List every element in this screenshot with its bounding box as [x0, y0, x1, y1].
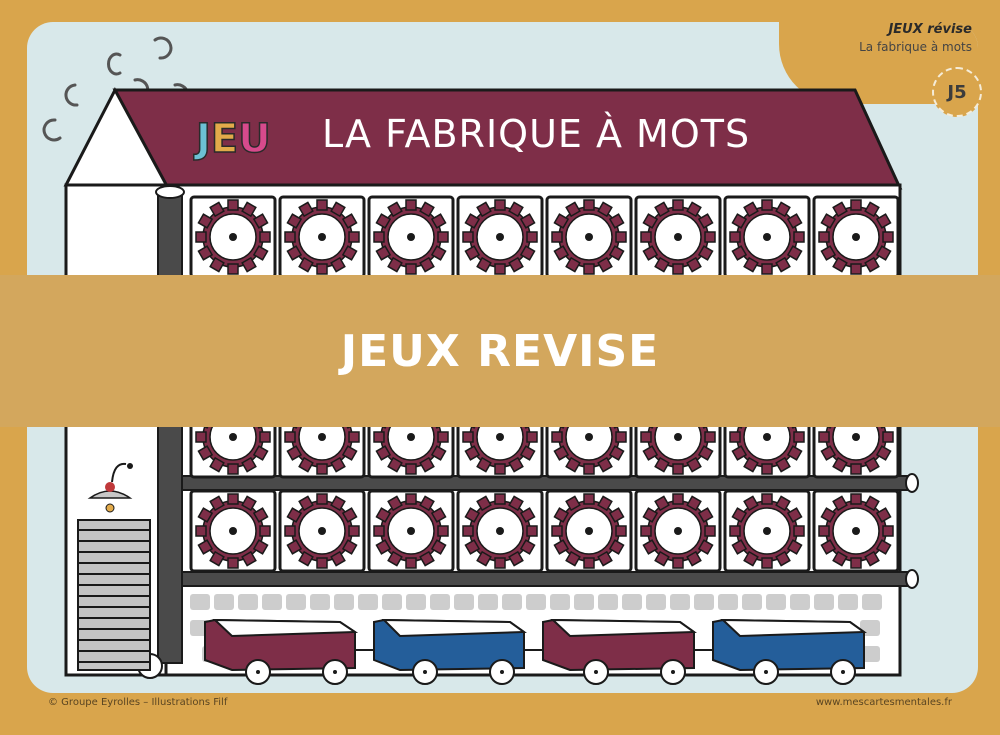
series-title: JEUX révise — [888, 22, 972, 37]
wagon-4 — [712, 618, 867, 685]
card-code-badge: J5 — [932, 67, 982, 117]
overlay-banner: JEUX REVISE — [0, 275, 1000, 427]
banner-label: JEUX REVISE — [340, 325, 660, 377]
card-title: La fabrique à mots — [859, 40, 972, 54]
lamp-icon — [87, 462, 133, 513]
card-header: JEUX révise La fabrique à mots — [859, 22, 972, 54]
roof-label-jeu: JEU — [195, 115, 271, 163]
wagon-2 — [373, 618, 527, 685]
copyright-text: © Groupe Eyrolles – Illustrations Filf — [48, 697, 228, 708]
roof-title: LA FABRIQUE À MOTS — [322, 112, 751, 156]
wagon-3 — [542, 618, 697, 685]
wagon-1 — [204, 618, 359, 685]
stairs — [77, 519, 151, 671]
website-link[interactable]: www.mescartesmentales.fr — [815, 697, 952, 708]
